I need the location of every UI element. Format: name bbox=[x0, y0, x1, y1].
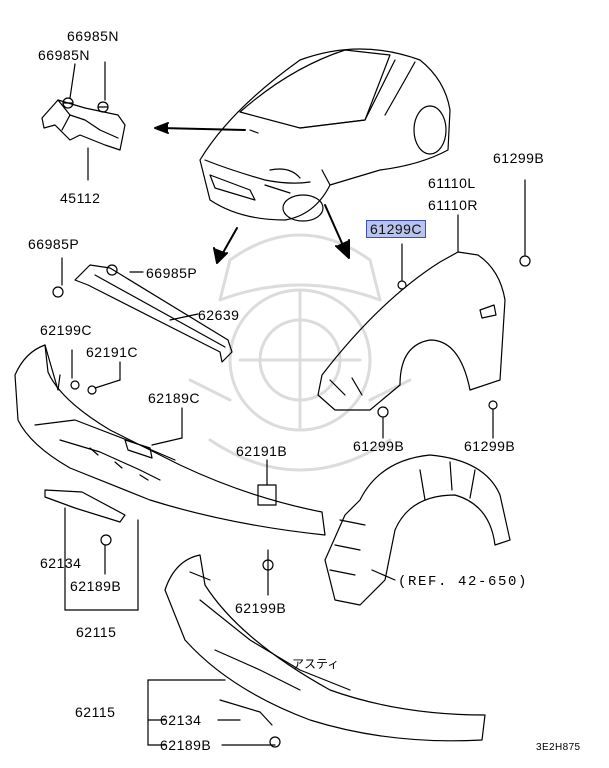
label-62134-upper[interactable]: 62134 bbox=[40, 555, 82, 571]
label-62191B[interactable]: 62191B bbox=[236, 443, 288, 459]
label-62115-upper[interactable]: 62115 bbox=[76, 624, 117, 640]
label-62189C[interactable]: 62189C bbox=[148, 390, 201, 406]
bolt-icon bbox=[62, 97, 109, 113]
pointer-arrows bbox=[154, 122, 350, 264]
bracket-45112 bbox=[41, 61, 126, 181]
label-45112[interactable]: 45112 bbox=[60, 190, 101, 206]
watermark-logo-icon bbox=[188, 233, 412, 472]
label-66985N-top[interactable]: 66985N bbox=[67, 28, 120, 44]
crossbar-62639 bbox=[52, 257, 233, 363]
diagram-code: 3E2H875 bbox=[536, 742, 581, 753]
label-66985N-second[interactable]: 66985N bbox=[38, 47, 91, 63]
front-bumper-lower bbox=[147, 554, 486, 748]
clip-icon bbox=[257, 459, 277, 506]
fender-61110 bbox=[317, 179, 531, 439]
plate-62134-upper bbox=[44, 489, 139, 611]
label-62639[interactable]: 62639 bbox=[198, 307, 240, 323]
label-ref-42-650[interactable]: (REF. 42-650) bbox=[398, 574, 529, 590]
label-61299B-mid[interactable]: 61299B bbox=[353, 438, 405, 454]
label-62189B-upper[interactable]: 62189B bbox=[70, 578, 122, 594]
label-62199B[interactable]: 62199B bbox=[235, 600, 287, 616]
label-62115-lower[interactable]: 62115 bbox=[75, 704, 116, 720]
front-bumper-upper bbox=[14, 344, 326, 536]
label-asuti: アスティ bbox=[292, 657, 340, 671]
label-66985P-right[interactable]: 66985P bbox=[146, 265, 198, 281]
label-62199C[interactable]: 62199C bbox=[40, 322, 93, 338]
bolt-62199B bbox=[262, 549, 274, 596]
inner-liner bbox=[324, 454, 511, 606]
label-62191C[interactable]: 62191C bbox=[86, 344, 139, 360]
label-61110L[interactable]: 61110L bbox=[428, 175, 476, 191]
label-61110R[interactable]: 61110R bbox=[428, 197, 478, 213]
label-61299B-top[interactable]: 61299B bbox=[493, 150, 545, 166]
label-61299C-highlighted[interactable]: 61299C bbox=[366, 220, 427, 238]
label-61299B-right[interactable]: 61299B bbox=[464, 438, 516, 454]
label-62134-lower[interactable]: 62134 bbox=[160, 712, 202, 728]
label-62189B-lower[interactable]: 62189B bbox=[160, 737, 212, 753]
car-icon bbox=[199, 48, 451, 222]
label-66985P-left[interactable]: 66985P bbox=[28, 236, 80, 252]
